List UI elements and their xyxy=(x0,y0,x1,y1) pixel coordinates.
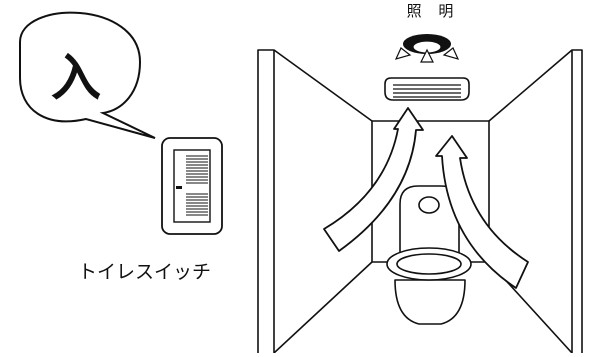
wall-switch-icon xyxy=(161,137,223,235)
airflow-arrow-icon xyxy=(323,107,424,252)
airflow-arrow-icon xyxy=(435,135,529,289)
speech-bubble xyxy=(19,11,156,139)
ceiling-light-icon xyxy=(394,34,460,63)
toilet-switch-label: トイレスイッチ xyxy=(78,261,212,283)
toilet-icon xyxy=(386,185,472,325)
bubble-on-label: 入 xyxy=(51,49,101,107)
ventilation-fan-icon xyxy=(384,77,470,101)
airflow-arrows xyxy=(323,107,529,289)
light-label: 照 明 xyxy=(406,2,460,20)
